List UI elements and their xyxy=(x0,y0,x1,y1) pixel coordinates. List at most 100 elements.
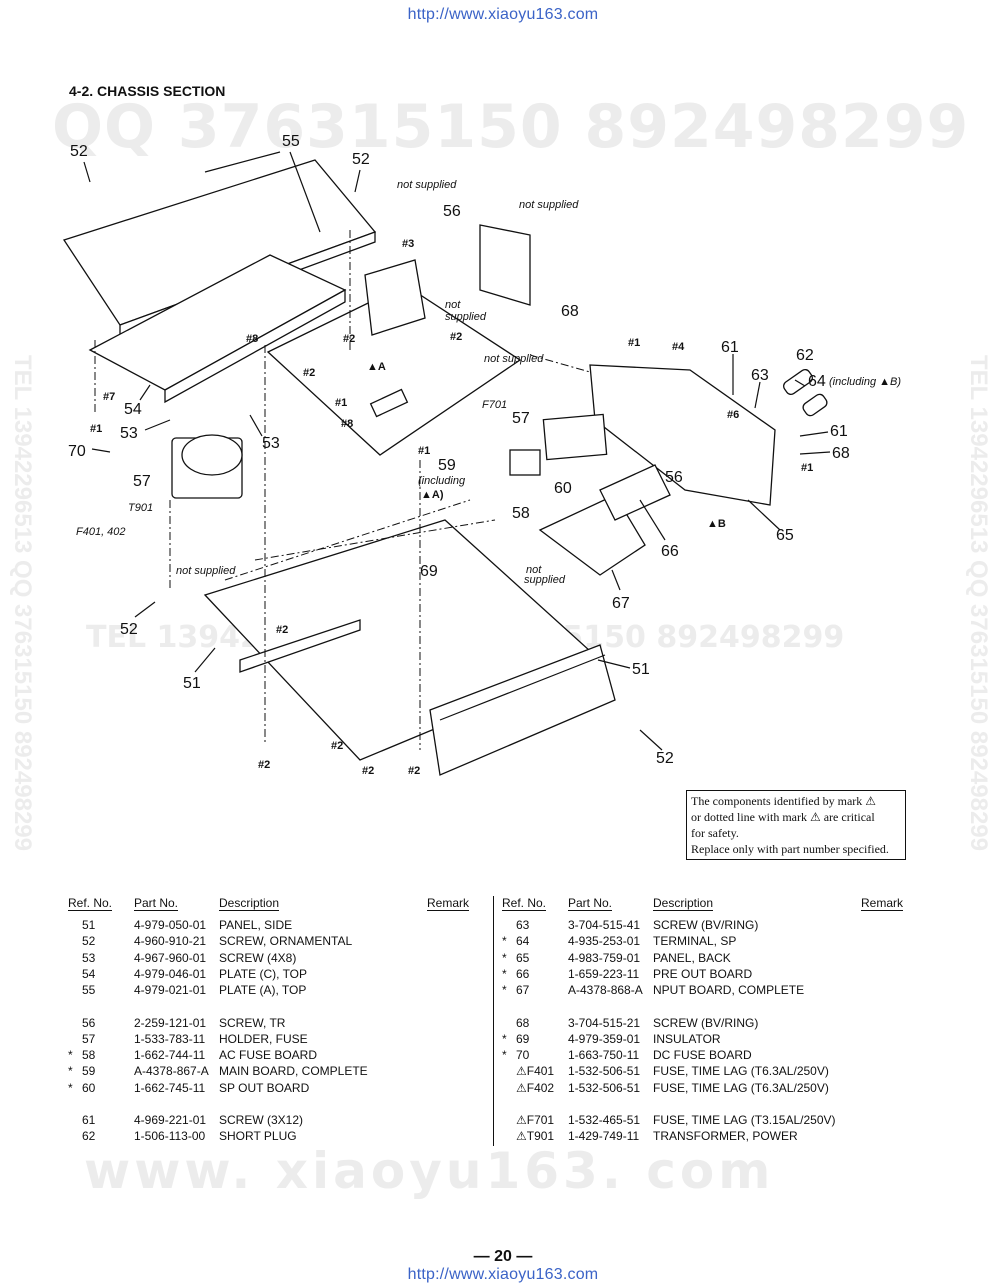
short-plug xyxy=(802,393,828,417)
bracket-upper xyxy=(364,259,426,336)
safety-note-line: Replace only with part number specified. xyxy=(691,842,889,856)
row-part-no: 4-979-359-01 xyxy=(568,1031,641,1046)
callout-52: 52 xyxy=(352,151,370,168)
row-description: TERMINAL, SP xyxy=(653,934,737,949)
transformer-coil xyxy=(181,434,243,476)
safety-note-line: The components identified by mark ⚠ xyxy=(691,794,877,808)
leader-52b xyxy=(354,169,361,193)
watermark-bottom: www. xiaoyu163. com xyxy=(84,1142,775,1200)
side-panel-ridge xyxy=(439,654,606,721)
row-description: INSULATOR xyxy=(653,1031,721,1046)
row-ref: 56 xyxy=(82,1015,96,1030)
main-board xyxy=(266,284,522,456)
safety-note-line: for safety. xyxy=(691,826,739,840)
ac-fuse-board xyxy=(509,449,541,476)
table-divider xyxy=(493,896,494,1146)
section-title: 4-2. CHASSIS SECTION xyxy=(69,83,226,99)
callout-67: 67 xyxy=(612,595,630,612)
row-description: SCREW (BV/RING) xyxy=(653,918,759,932)
callout-55: 55 xyxy=(282,133,300,150)
leader-52c xyxy=(639,729,663,751)
row-ref: 62 xyxy=(82,1129,96,1144)
row-description: PLATE (C), TOP xyxy=(219,966,308,981)
sp-out-board xyxy=(542,413,608,461)
row-part-no: 3-704-515-21 xyxy=(568,1015,641,1030)
screw-2: #2 xyxy=(362,765,374,777)
label-f701: F701 xyxy=(482,399,507,411)
row-part-no: 1-662-744-11 xyxy=(134,1048,206,1063)
row-part-no: 4-979-021-01 xyxy=(134,983,207,998)
leader-52a xyxy=(83,161,91,183)
row-ref: ⚠F701 xyxy=(516,1113,555,1127)
screw-4: #4 xyxy=(672,341,685,353)
row-description: SHORT PLUG xyxy=(219,1129,297,1144)
callout-59: 59 xyxy=(438,457,456,474)
row-description: FUSE, TIME LAG (T6.3AL/250V) xyxy=(653,1064,829,1079)
label-not-supplied: not supplied xyxy=(397,179,457,191)
pre-out-board xyxy=(599,464,671,521)
row-ref: 53 xyxy=(82,950,96,965)
leader-53a xyxy=(144,419,171,431)
leader-53b xyxy=(249,414,263,437)
mark-b: ▲B xyxy=(707,518,726,530)
row-ref: 58 xyxy=(82,1048,96,1063)
row-description: FUSE, TIME LAG (T6.3AL/250V) xyxy=(653,1080,829,1095)
callout-64: 64 xyxy=(808,373,826,390)
callout-63: 63 xyxy=(751,367,769,384)
row-description: SP OUT BOARD xyxy=(219,1080,310,1095)
page-number: — 20 — xyxy=(473,1248,533,1265)
source-url-bottom[interactable]: http://www.xiaoyu163.com xyxy=(407,1266,599,1283)
row-ref: ⚠T901 xyxy=(516,1129,555,1144)
row-part-no: 4-935-253-01 xyxy=(568,934,641,949)
row-description: AC FUSE BOARD xyxy=(219,1048,318,1063)
callout-60: 60 xyxy=(554,480,572,497)
screw-3: #3 xyxy=(402,238,414,250)
leader-54 xyxy=(139,384,151,401)
row-ref: 60 xyxy=(82,1080,96,1095)
assembly-line-5 xyxy=(529,354,591,373)
source-url-top[interactable]: http://www.xiaoyu163.com xyxy=(407,6,599,23)
row-mark: * xyxy=(502,1048,507,1063)
row-ref: 65 xyxy=(516,950,530,965)
row-mark: * xyxy=(68,1048,73,1063)
row-ref: 55 xyxy=(82,983,96,998)
leader-51b xyxy=(597,659,631,669)
callout-59-note-b: ▲A) xyxy=(421,489,444,501)
row-description: SCREW (3X12) xyxy=(219,1113,304,1127)
row-ref: 70 xyxy=(516,1048,530,1063)
row-part-no: 1-532-506-51 xyxy=(568,1064,641,1079)
row-mark: * xyxy=(502,966,507,981)
bracket-right xyxy=(479,224,531,306)
leader-55a xyxy=(204,151,281,173)
leader-64 xyxy=(794,379,806,387)
row-ref: 69 xyxy=(516,1031,530,1046)
row-ref: 61 xyxy=(82,1113,96,1127)
callout-68: 68 xyxy=(832,445,850,462)
mark-a: ▲A xyxy=(367,361,386,373)
label-not: not xyxy=(445,299,461,311)
row-mark: * xyxy=(68,1080,73,1095)
callout-52: 52 xyxy=(120,621,138,638)
side-panel xyxy=(429,644,616,776)
row-ref: 54 xyxy=(82,966,96,981)
screw-8: #8 xyxy=(246,333,258,345)
callout-59-note-a: (including xyxy=(418,475,466,487)
row-ref: ⚠F401 xyxy=(516,1064,555,1079)
callout-52: 52 xyxy=(656,750,674,767)
row-part-no: 1-663-750-11 xyxy=(568,1048,640,1063)
row-part-no: 1-662-745-11 xyxy=(134,1080,206,1095)
row-description: HOLDER, FUSE xyxy=(219,1031,308,1046)
row-description: PANEL, BACK xyxy=(653,950,731,965)
callout-62: 62 xyxy=(796,347,814,364)
header-remark: Remark xyxy=(861,896,904,911)
header-part-no: Part No. xyxy=(568,896,613,911)
screw-1: #1 xyxy=(801,462,813,474)
callout-53: 53 xyxy=(262,435,280,452)
row-ref: 63 xyxy=(516,918,530,932)
screw-2: #2 xyxy=(276,624,288,636)
callout-58: 58 xyxy=(512,505,530,522)
row-description: PLATE (A), TOP xyxy=(219,983,307,998)
label-supplied: supplied xyxy=(524,574,566,586)
row-mark: * xyxy=(502,950,507,965)
leader-70 xyxy=(91,448,111,453)
